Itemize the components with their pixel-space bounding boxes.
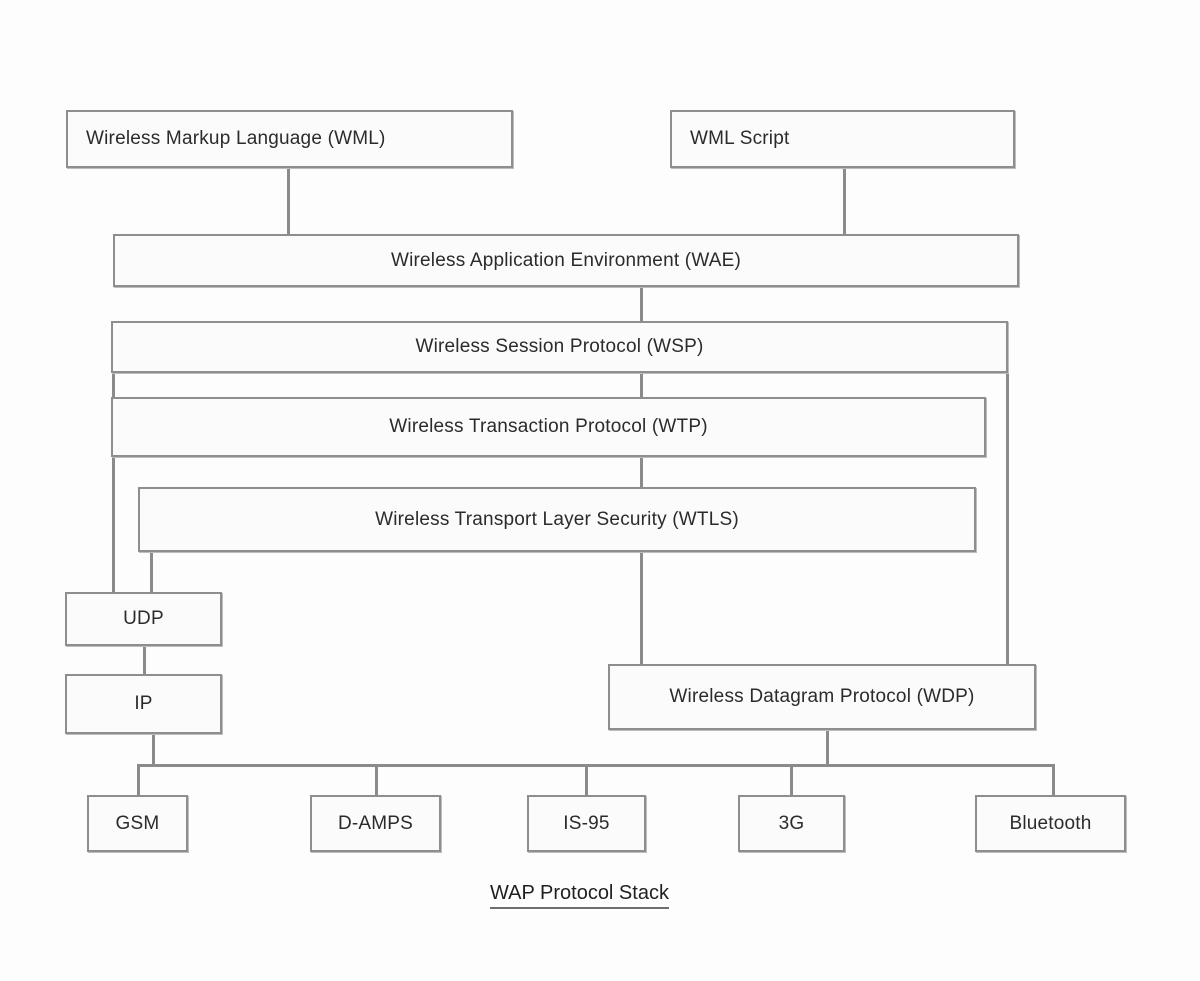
node-udp[interactable]: UDP bbox=[65, 592, 222, 646]
connector-ip-to-bearer-bus bbox=[152, 733, 155, 766]
node-bearer-bluetooth-label: Bluetooth bbox=[1009, 812, 1092, 834]
connector-bus-to-d-amps bbox=[375, 764, 378, 796]
connector-wsp-left-to-udp bbox=[112, 371, 115, 593]
node-wsp-label: Wireless Session Protocol (WSP) bbox=[415, 336, 704, 357]
node-bearer-3g[interactable]: 3G bbox=[738, 795, 845, 852]
node-wml[interactable]: Wireless Markup Language (WML) bbox=[66, 110, 513, 168]
connector-wsp-right-to-wdp bbox=[1006, 371, 1009, 666]
node-wml-script[interactable]: WML Script bbox=[670, 110, 1015, 168]
connector-wtp-to-wtls bbox=[640, 456, 643, 488]
connector-udp-to-ip bbox=[143, 645, 146, 675]
connector-wml-to-wae bbox=[287, 166, 290, 236]
node-wml-label: Wireless Markup Language (WML) bbox=[86, 128, 386, 149]
node-wml-script-label: WML Script bbox=[690, 128, 790, 149]
node-bearer-3g-label: 3G bbox=[778, 812, 805, 834]
connector-wmlscript-to-wae bbox=[843, 166, 846, 236]
node-wae-label: Wireless Application Environment (WAE) bbox=[390, 249, 742, 271]
connector-bus-to-bluetooth bbox=[1052, 764, 1055, 796]
node-ip-label: IP bbox=[134, 693, 153, 714]
node-bearer-gsm[interactable]: GSM bbox=[87, 795, 188, 852]
connector-wdp-to-bearer-bus bbox=[826, 730, 829, 766]
node-bearer-gsm-label: GSM bbox=[115, 812, 160, 834]
connector-wtls-to-wdp bbox=[640, 550, 643, 666]
node-wdp[interactable]: Wireless Datagram Protocol (WDP) bbox=[608, 664, 1036, 730]
node-bearer-bluetooth[interactable]: Bluetooth bbox=[975, 795, 1126, 852]
connector-wsp-to-wtp bbox=[640, 371, 643, 399]
node-udp-label: UDP bbox=[123, 608, 164, 629]
bearer-bus-line bbox=[137, 764, 1055, 767]
node-bearer-is-95[interactable]: IS-95 bbox=[527, 795, 646, 852]
node-ip[interactable]: IP bbox=[65, 674, 222, 734]
node-wtls-label: Wireless Transport Layer Security (WTLS) bbox=[375, 508, 739, 530]
connector-bus-to-is-95 bbox=[585, 764, 588, 796]
node-bearer-d-amps[interactable]: D-AMPS bbox=[310, 795, 441, 852]
node-wtp[interactable]: Wireless Transaction Protocol (WTP) bbox=[111, 397, 986, 457]
node-bearer-is-95-label: IS-95 bbox=[563, 812, 610, 834]
connector-wtls-left-to-udp bbox=[150, 550, 153, 593]
node-wsp[interactable]: Wireless Session Protocol (WSP) bbox=[111, 321, 1008, 373]
connector-wae-to-wsp bbox=[640, 286, 643, 324]
node-wae[interactable]: Wireless Application Environment (WAE) bbox=[113, 234, 1019, 287]
connector-bus-to-3g bbox=[790, 764, 793, 796]
node-wtls[interactable]: Wireless Transport Layer Security (WTLS) bbox=[138, 487, 976, 552]
diagram-caption: WAP Protocol Stack bbox=[490, 882, 669, 909]
node-wdp-label: Wireless Datagram Protocol (WDP) bbox=[669, 686, 975, 707]
node-wtp-label: Wireless Transaction Protocol (WTP) bbox=[389, 416, 708, 437]
node-bearer-d-amps-label: D-AMPS bbox=[337, 812, 414, 834]
connector-bus-to-gsm bbox=[137, 764, 140, 796]
